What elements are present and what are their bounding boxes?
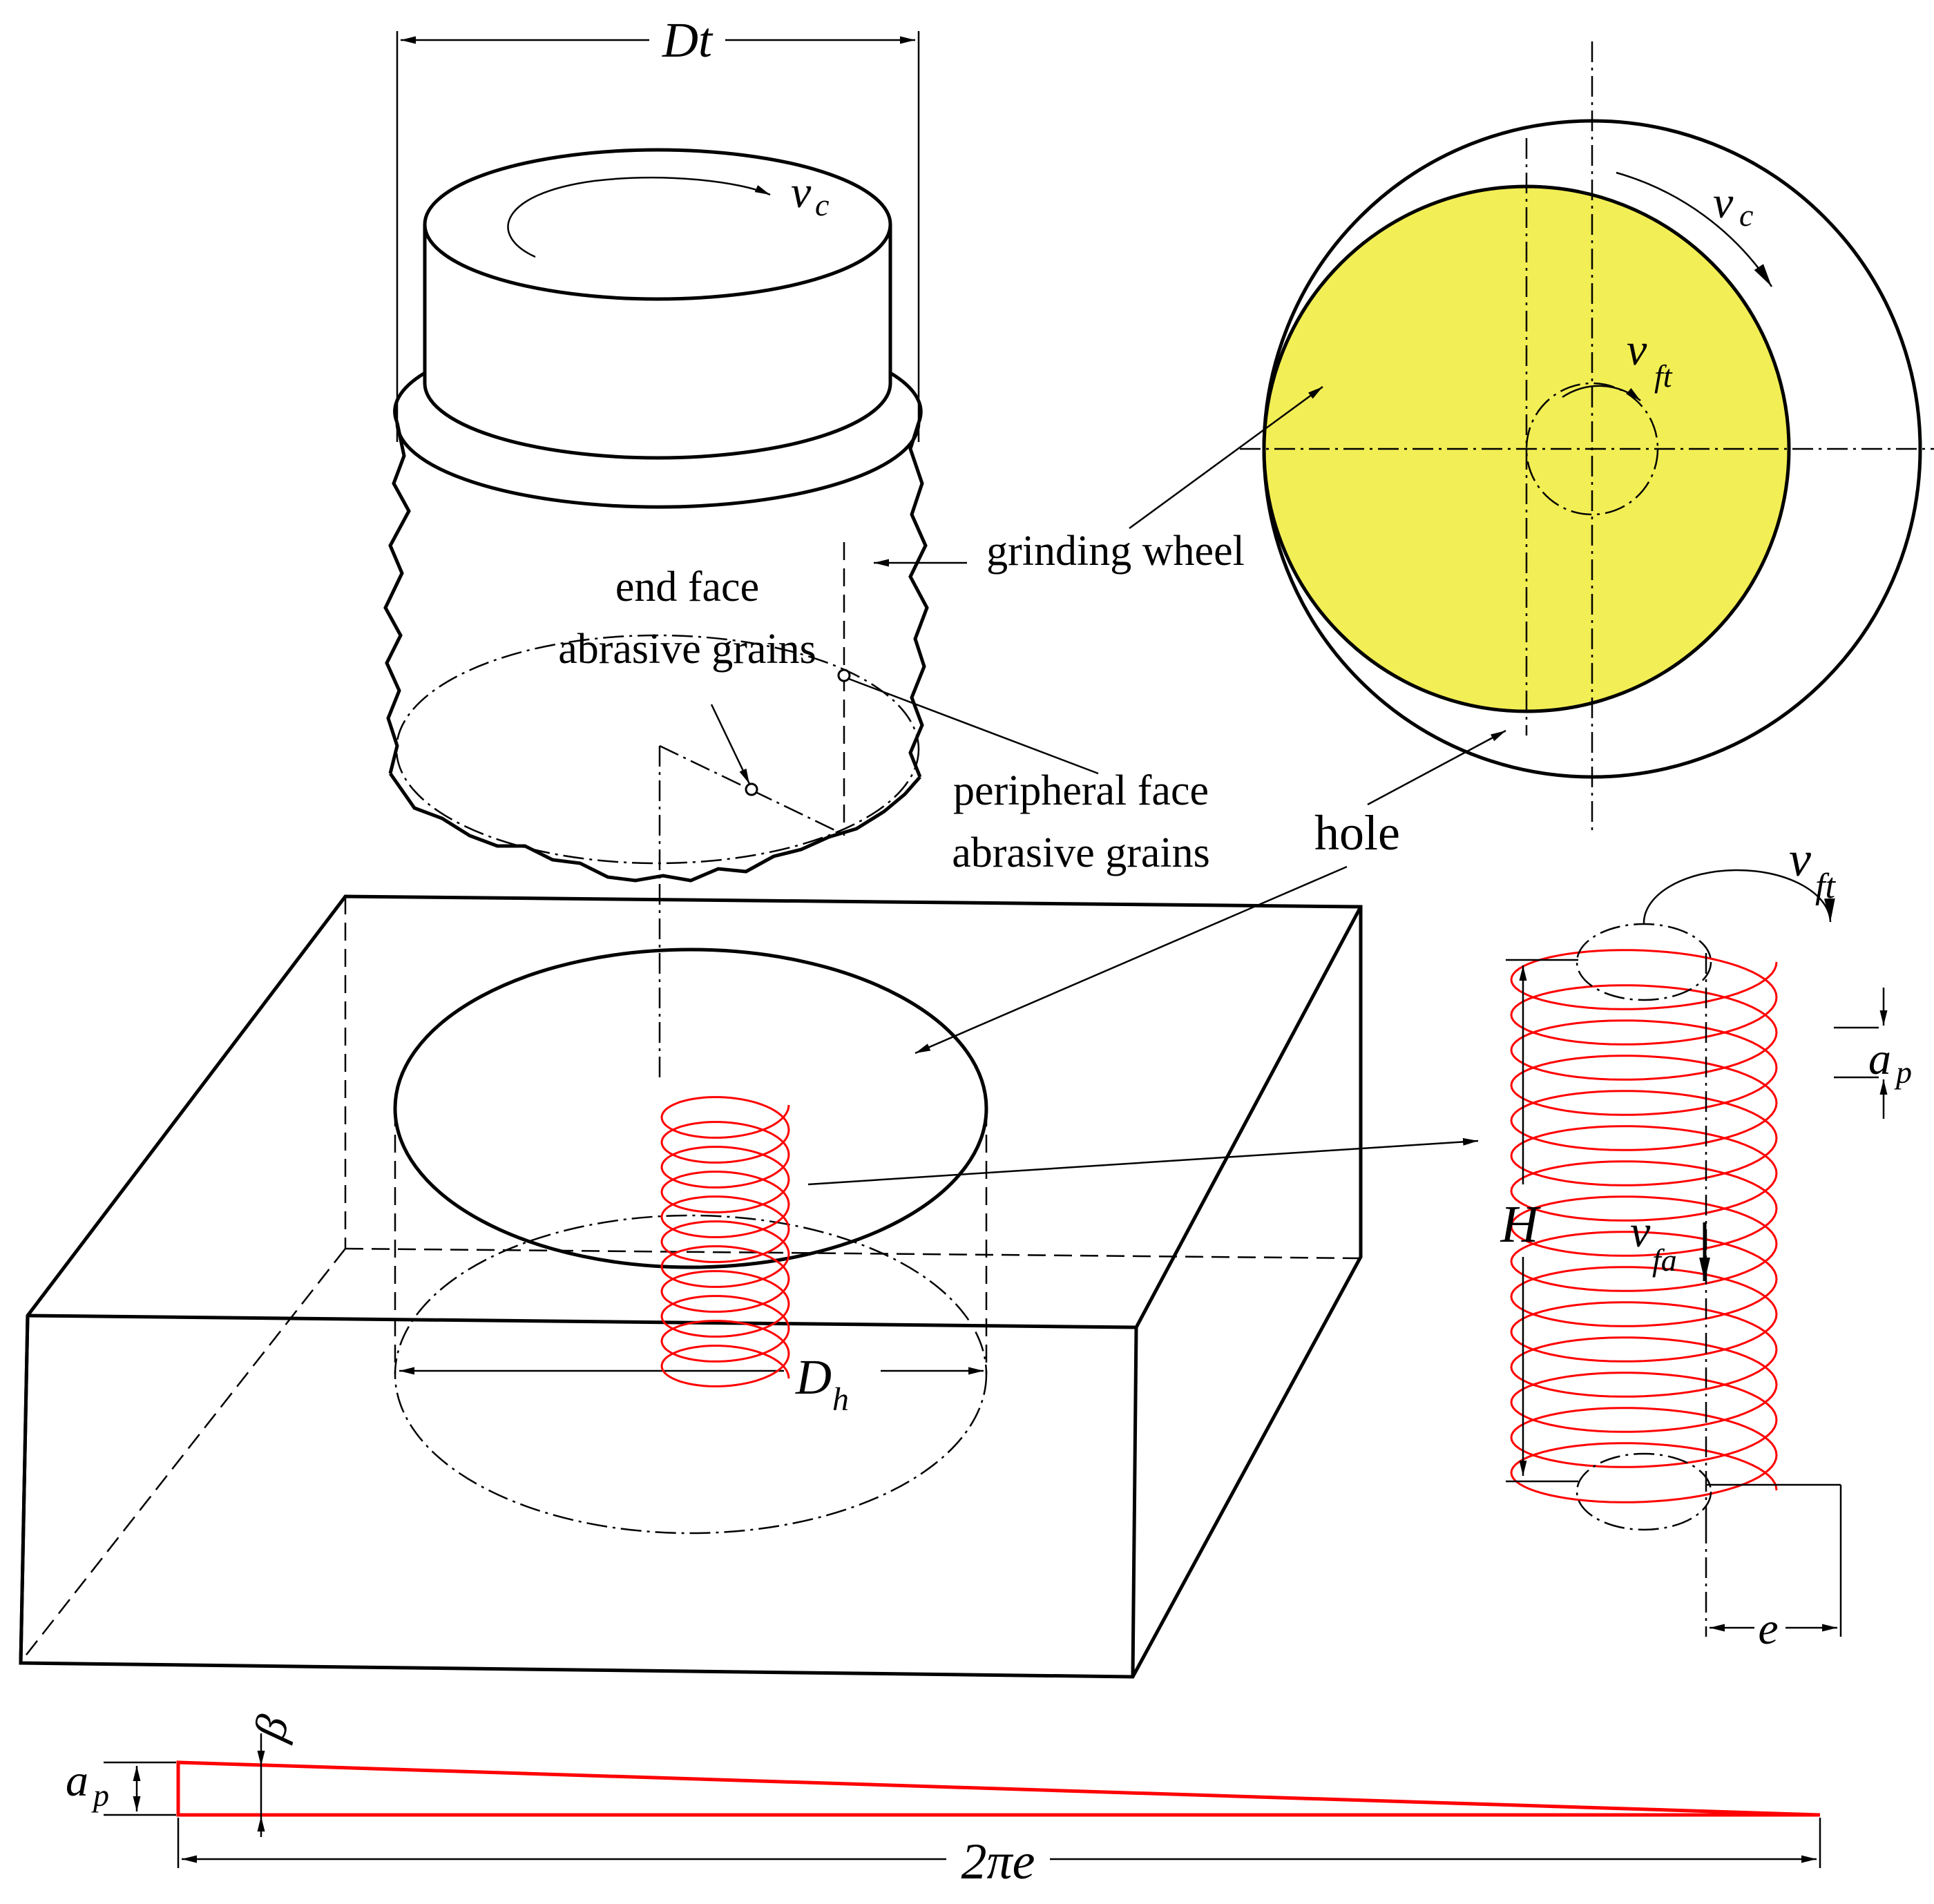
large-helix-path xyxy=(1510,949,1778,1503)
top-view: v c v ft xyxy=(1129,41,1934,836)
beta-label: β xyxy=(244,1710,299,1747)
hole: D h xyxy=(393,865,1348,1535)
e-label: e xyxy=(1758,1604,1778,1654)
dh-label: D xyxy=(795,1349,832,1405)
helix-dimensions: v ft H a p v fa e xyxy=(1500,831,1912,1654)
vc-main-label: v xyxy=(791,167,812,218)
svg-text:fa: fa xyxy=(1652,1242,1677,1278)
grinding-tool: v c xyxy=(383,148,1099,1077)
large-helix xyxy=(1510,949,1778,1503)
peripheral-face-label-1: peripheral face xyxy=(953,767,1209,814)
svg-text:h: h xyxy=(832,1381,849,1418)
ap-bottom-label: a xyxy=(66,1756,88,1806)
svg-text:ft: ft xyxy=(1815,867,1836,906)
svg-text:p: p xyxy=(91,1778,109,1813)
dt-dimension: Dt xyxy=(396,12,920,442)
svg-text:c: c xyxy=(1739,198,1753,233)
small-helix-path xyxy=(660,1096,790,1387)
end-face-label-1: end face xyxy=(615,564,759,610)
ap-helix-label: a xyxy=(1868,1034,1891,1084)
workpiece-block xyxy=(19,894,1363,1679)
vft-helix-label: v xyxy=(1789,831,1811,887)
svg-text:ft: ft xyxy=(1654,358,1673,394)
vft-top-label: v xyxy=(1627,325,1647,375)
end-face-label-2: abrasive grains xyxy=(558,626,816,673)
two-pi-e-label: 2πe xyxy=(961,1834,1035,1890)
vfa-label: v xyxy=(1630,1206,1651,1257)
h-label: H xyxy=(1500,1195,1542,1253)
hole-label: hole xyxy=(1314,805,1400,860)
peripheral-face-label-2: abrasive grains xyxy=(952,829,1210,876)
ap-wedge: a p β 2πe xyxy=(66,1710,1821,1890)
dt-label: Dt xyxy=(662,12,714,68)
grinding-wheel-label: grinding wheel xyxy=(986,528,1245,575)
small-helix xyxy=(660,1096,790,1387)
vc-top-label: v xyxy=(1713,177,1734,228)
svg-text:p: p xyxy=(1894,1055,1912,1090)
svg-text:c: c xyxy=(815,187,829,222)
